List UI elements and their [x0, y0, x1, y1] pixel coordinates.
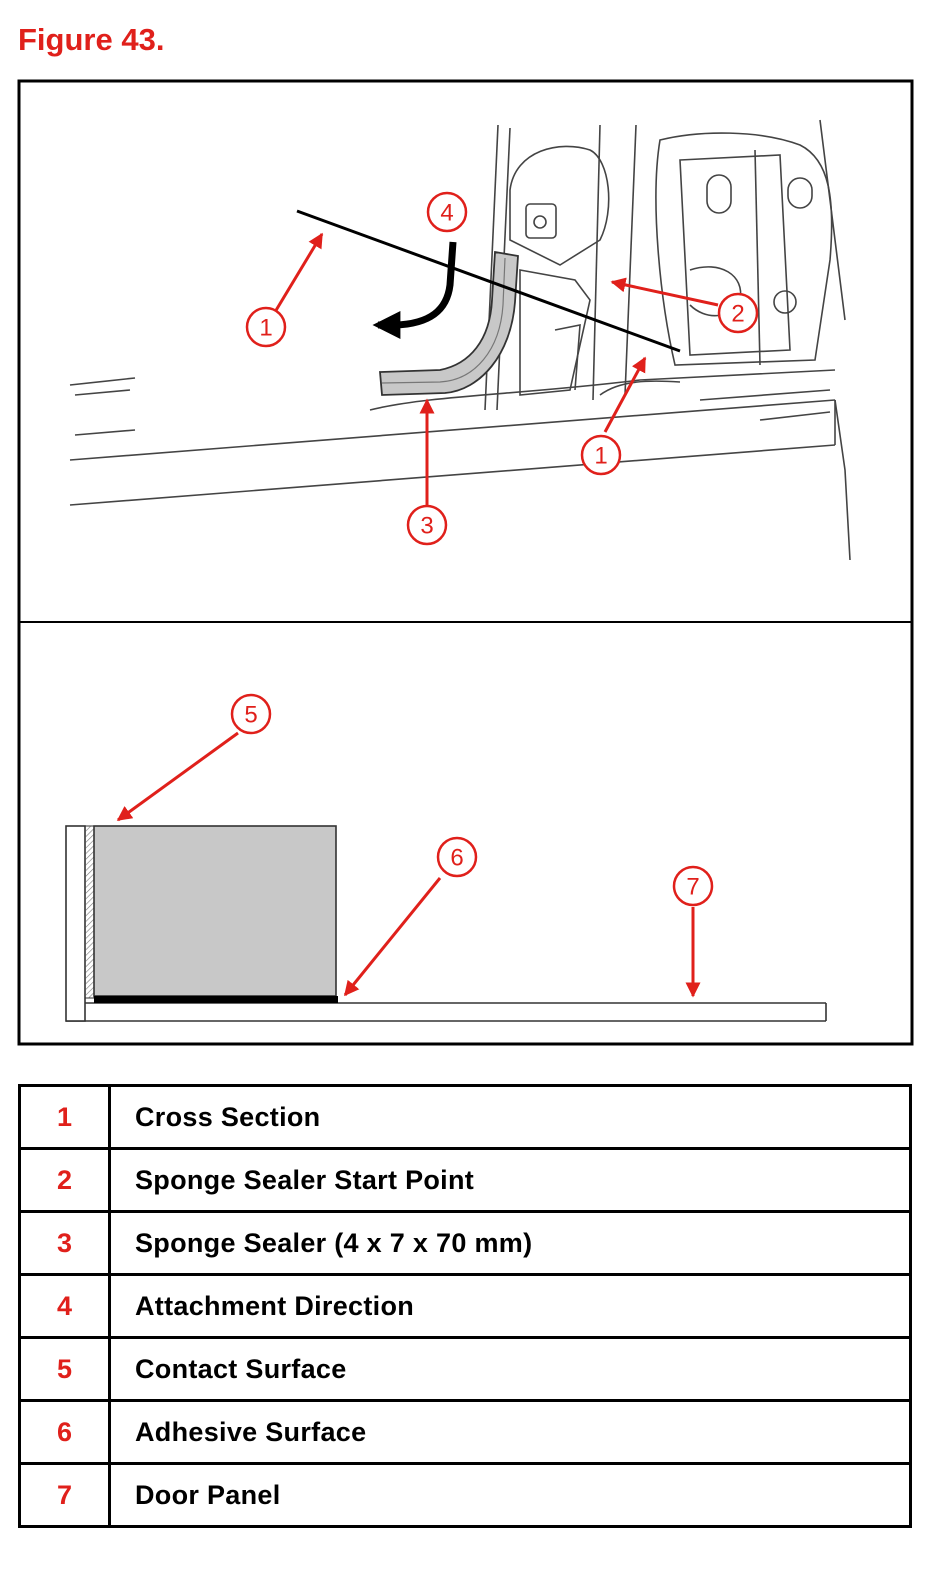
legend-label: Contact Surface [108, 1336, 912, 1402]
legend-table: 1 Cross Section 2 Sponge Sealer Start Po… [18, 1084, 912, 1528]
adhesive-strip [94, 996, 338, 1003]
legend-row: 6 Adhesive Surface [18, 1399, 912, 1465]
leader-1a [273, 232, 324, 313]
legend-row: 4 Attachment Direction [18, 1273, 912, 1339]
legend-row: 1 Cross Section [18, 1084, 912, 1150]
callout-4: 4 [426, 191, 468, 233]
sponge-block [93, 825, 337, 997]
leader-5 [116, 731, 239, 822]
attachment-direction-arrow [372, 241, 457, 339]
callout-3: 3 [406, 504, 448, 546]
svg-text:1: 1 [259, 315, 272, 342]
legend-label: Sponge Sealer Start Point [108, 1147, 912, 1213]
legend-label: Cross Section [108, 1084, 912, 1150]
leader-1b [603, 356, 647, 433]
legend-number: 4 [18, 1273, 111, 1339]
leader-6 [343, 877, 442, 997]
svg-text:2: 2 [731, 301, 744, 328]
svg-text:4: 4 [440, 200, 453, 227]
legend-number: 2 [18, 1147, 111, 1213]
cross-section-detail [65, 825, 827, 1022]
legend-label: Door Panel [108, 1462, 912, 1528]
callout-1a: 1 [245, 306, 287, 348]
callout-2: 2 [717, 292, 759, 334]
legend-number: 3 [18, 1210, 111, 1276]
figure-title: Figure 43. [18, 22, 165, 57]
door-sill-drawing [69, 119, 851, 561]
legend-number: 5 [18, 1336, 111, 1402]
svg-text:1: 1 [594, 443, 607, 470]
svg-text:6: 6 [450, 845, 463, 872]
legend-row: 3 Sponge Sealer (4 x 7 x 70 mm) [18, 1210, 912, 1276]
callout-7: 7 [672, 865, 714, 907]
legend-number: 7 [18, 1462, 111, 1528]
legend-row: 7 Door Panel [18, 1462, 912, 1528]
legend-number: 6 [18, 1399, 111, 1465]
legend-row: 5 Contact Surface [18, 1336, 912, 1402]
legend-label: Sponge Sealer (4 x 7 x 70 mm) [108, 1210, 912, 1276]
leader-2 [610, 277, 719, 307]
svg-text:3: 3 [420, 513, 433, 540]
legend-label: Adhesive Surface [108, 1399, 912, 1465]
svg-text:7: 7 [686, 874, 699, 901]
cross-section-line [296, 209, 681, 353]
legend-row: 2 Sponge Sealer Start Point [18, 1147, 912, 1213]
svg-text:5: 5 [244, 702, 257, 729]
legend-label: Attachment Direction [108, 1273, 912, 1339]
callout-6: 6 [436, 836, 478, 878]
figure-illustration: 1 2 1 3 4 5 6 7 [17, 79, 914, 1046]
callout-1b: 1 [580, 434, 622, 476]
legend-number: 1 [18, 1084, 111, 1150]
callout-5: 5 [230, 693, 272, 735]
